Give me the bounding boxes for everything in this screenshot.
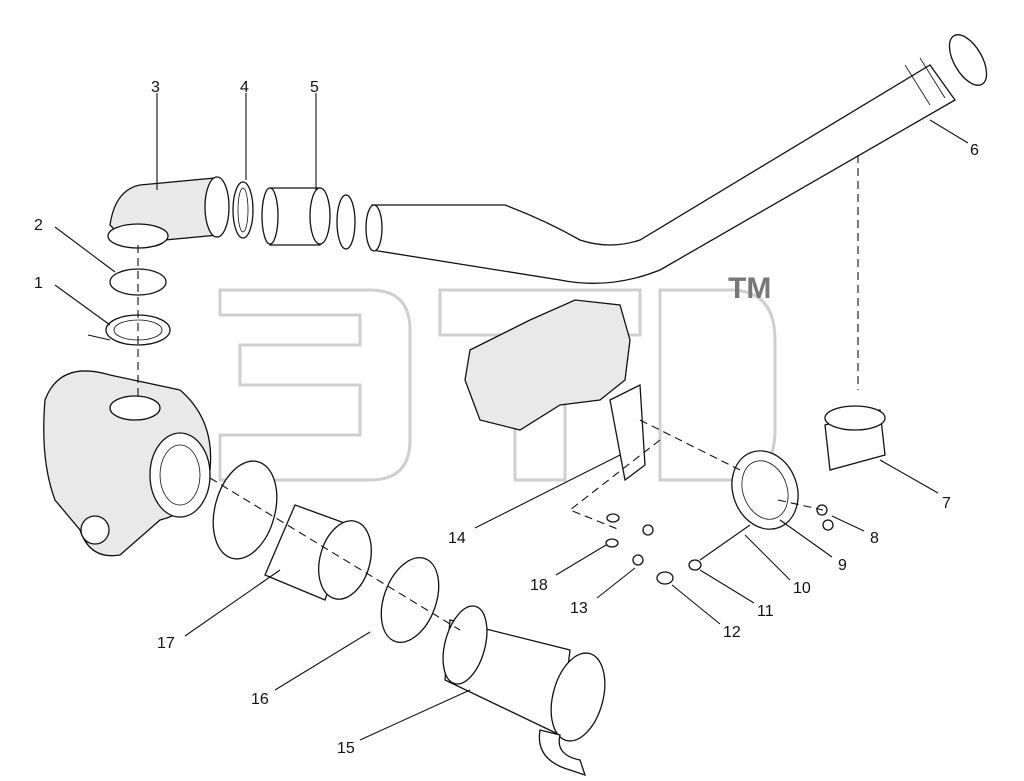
part-bolts-13 (632, 524, 654, 566)
part-engine-block (464, 299, 646, 482)
callout-2: 2 (34, 217, 43, 234)
part-sleeve-16 (264, 504, 372, 601)
callout-4: 4 (240, 79, 249, 96)
callout-3: 3 (151, 79, 160, 96)
callout-6: 6 (970, 142, 979, 159)
callout-11: 11 (757, 603, 774, 620)
callout-8: 8 (870, 530, 879, 547)
callout-10: 10 (793, 580, 811, 597)
callout-13: 13 (570, 600, 588, 617)
callout-16: 16 (251, 691, 269, 708)
callout-9: 9 (838, 557, 847, 574)
part-nut (688, 559, 702, 571)
part-band-clamp (731, 450, 799, 530)
part-large-clamp (212, 460, 278, 560)
callout-5: 5 (310, 79, 319, 96)
callout-1: 1 (34, 275, 43, 292)
part-sleeve-5 (261, 187, 331, 246)
leader-lines (54, 93, 969, 741)
trademark-mark: TM (728, 272, 771, 305)
part-turbocharger (43, 370, 212, 557)
callout-12: 12 (723, 624, 741, 641)
part-o-ring (109, 268, 167, 296)
callout-17: 17 (157, 635, 175, 652)
part-outlet-pipe (442, 605, 606, 777)
part-v-clamp (87, 314, 171, 346)
part-pin (656, 571, 674, 585)
center-lines (137, 155, 859, 631)
part-clamp-ring-right (336, 194, 356, 250)
watermark-logo: TM (218, 272, 777, 482)
part-elbow (107, 176, 230, 249)
callout-labels: 3 4 5 2 1 6 7 8 9 10 11 12 13 18 14 17 1… (34, 79, 979, 757)
part-sleeve-7 (824, 405, 886, 471)
part-washers-18 (605, 513, 620, 548)
part-rod (699, 524, 751, 561)
callout-15: 15 (337, 740, 355, 757)
part-clamp-ring-4 (232, 181, 254, 239)
callout-7: 7 (942, 495, 951, 512)
callout-18: 18 (530, 577, 548, 594)
callout-14: 14 (448, 530, 466, 547)
part-long-pipe (365, 34, 988, 284)
